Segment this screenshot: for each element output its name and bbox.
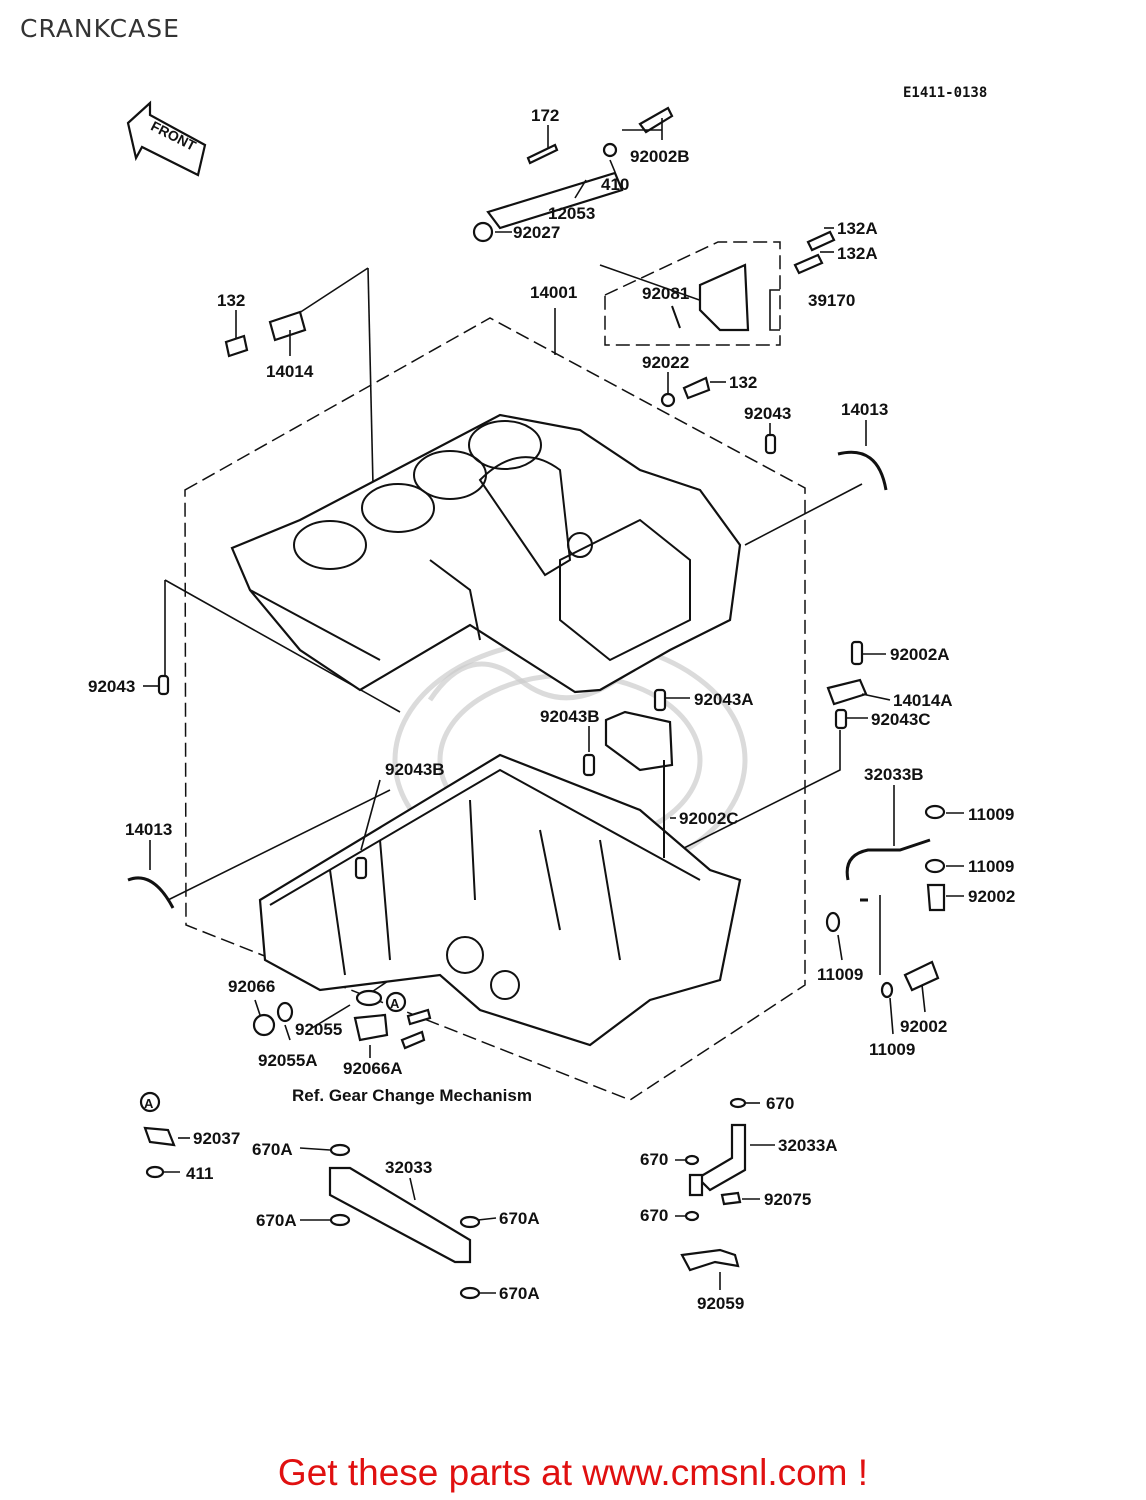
callout-92075: 92075: [764, 1190, 811, 1209]
svg-text:A: A: [390, 996, 400, 1011]
callout-670A-2: 670A: [256, 1211, 297, 1230]
callout-92043B-1: 92043B: [540, 707, 600, 726]
callout-92043-top: 92043: [744, 404, 791, 423]
callout-14014: 14014: [266, 362, 314, 381]
callout-92055: 92055: [295, 1020, 342, 1039]
ref-gear-change-note: Ref. Gear Change Mechanism: [292, 1086, 532, 1105]
callout-670A-4: 670A: [499, 1284, 540, 1303]
ref-a-circle-1: A: [385, 991, 407, 1013]
lower-crankcase: [258, 753, 742, 1047]
front-arrow-icon: FRONT: [126, 100, 207, 177]
upper-crankcase: [230, 413, 742, 694]
callout-92002-2: 92002: [900, 1017, 947, 1036]
callout-92002A: 92002A: [890, 645, 950, 664]
callout-92081: 92081: [642, 284, 689, 303]
callout-132A-1: 132A: [837, 219, 878, 238]
callout-32033B: 32033B: [864, 765, 924, 784]
callout-32033: 32033: [385, 1158, 432, 1177]
assembly-outline-main: [184, 317, 806, 1101]
callout-670A-1: 670A: [252, 1140, 293, 1159]
callout-92002C: 92002C: [679, 809, 739, 828]
callout-92027: 92027: [513, 223, 560, 242]
callout-132A-2: 132A: [837, 244, 878, 263]
callout-92022: 92022: [642, 353, 689, 372]
callout-411: 411: [186, 1164, 213, 1183]
callout-39170: 39170: [808, 291, 855, 310]
footer-promo-text: Get these parts at www.cmsnl.com !: [277, 1452, 869, 1493]
callout-670-2: 670: [640, 1150, 668, 1169]
callout-92055A: 92055A: [258, 1051, 318, 1070]
callout-11009-1: 11009: [968, 805, 1014, 824]
assembly-outline-bracket: [604, 241, 781, 346]
callout-92059: 92059: [697, 1294, 744, 1313]
callout-11009-3: 11009: [817, 965, 863, 984]
callout-92043C: 92043C: [871, 710, 931, 729]
callout-92043A: 92043A: [694, 690, 754, 709]
ref-a-circle-2: A: [139, 1091, 161, 1113]
callout-92037: 92037: [193, 1129, 240, 1148]
callout-11009-2: 11009: [968, 857, 1014, 876]
svg-text:A: A: [144, 1096, 154, 1111]
callout-14001: 14001: [530, 283, 577, 302]
callout-172: 172: [531, 106, 559, 125]
callout-32033A: 32033A: [778, 1136, 838, 1155]
callout-670-1: 670: [766, 1094, 794, 1113]
callout-670A-3: 670A: [499, 1209, 540, 1228]
callout-leaders: [143, 118, 964, 1294]
callout-670-3: 670: [640, 1206, 668, 1225]
callout-132-mid: 132: [729, 373, 757, 392]
callout-12053: 12053: [548, 204, 595, 223]
page-title: CRANKCASE: [20, 14, 180, 43]
callout-92043-left: 92043: [88, 677, 135, 696]
callout-92066A: 92066A: [343, 1059, 403, 1078]
callout-92066: 92066: [228, 977, 275, 996]
callout-92002B: 92002B: [630, 147, 690, 166]
diagram-code: E1411-0138: [903, 85, 988, 101]
small-parts: [127, 106, 946, 1300]
callout-132-top: 132: [217, 291, 245, 310]
callout-labels: 172 92002B 410 12053 92027 132A 132A 920…: [88, 106, 1015, 1313]
callout-92002-1: 92002: [968, 887, 1015, 906]
callout-14013-left: 14013: [125, 820, 172, 839]
callout-14014A: 14014A: [893, 691, 953, 710]
callout-11009-4: 11009: [869, 1040, 915, 1059]
callout-14013-top: 14013: [841, 400, 888, 419]
callout-92043B-2: 92043B: [385, 760, 445, 779]
callout-410: 410: [601, 175, 629, 194]
